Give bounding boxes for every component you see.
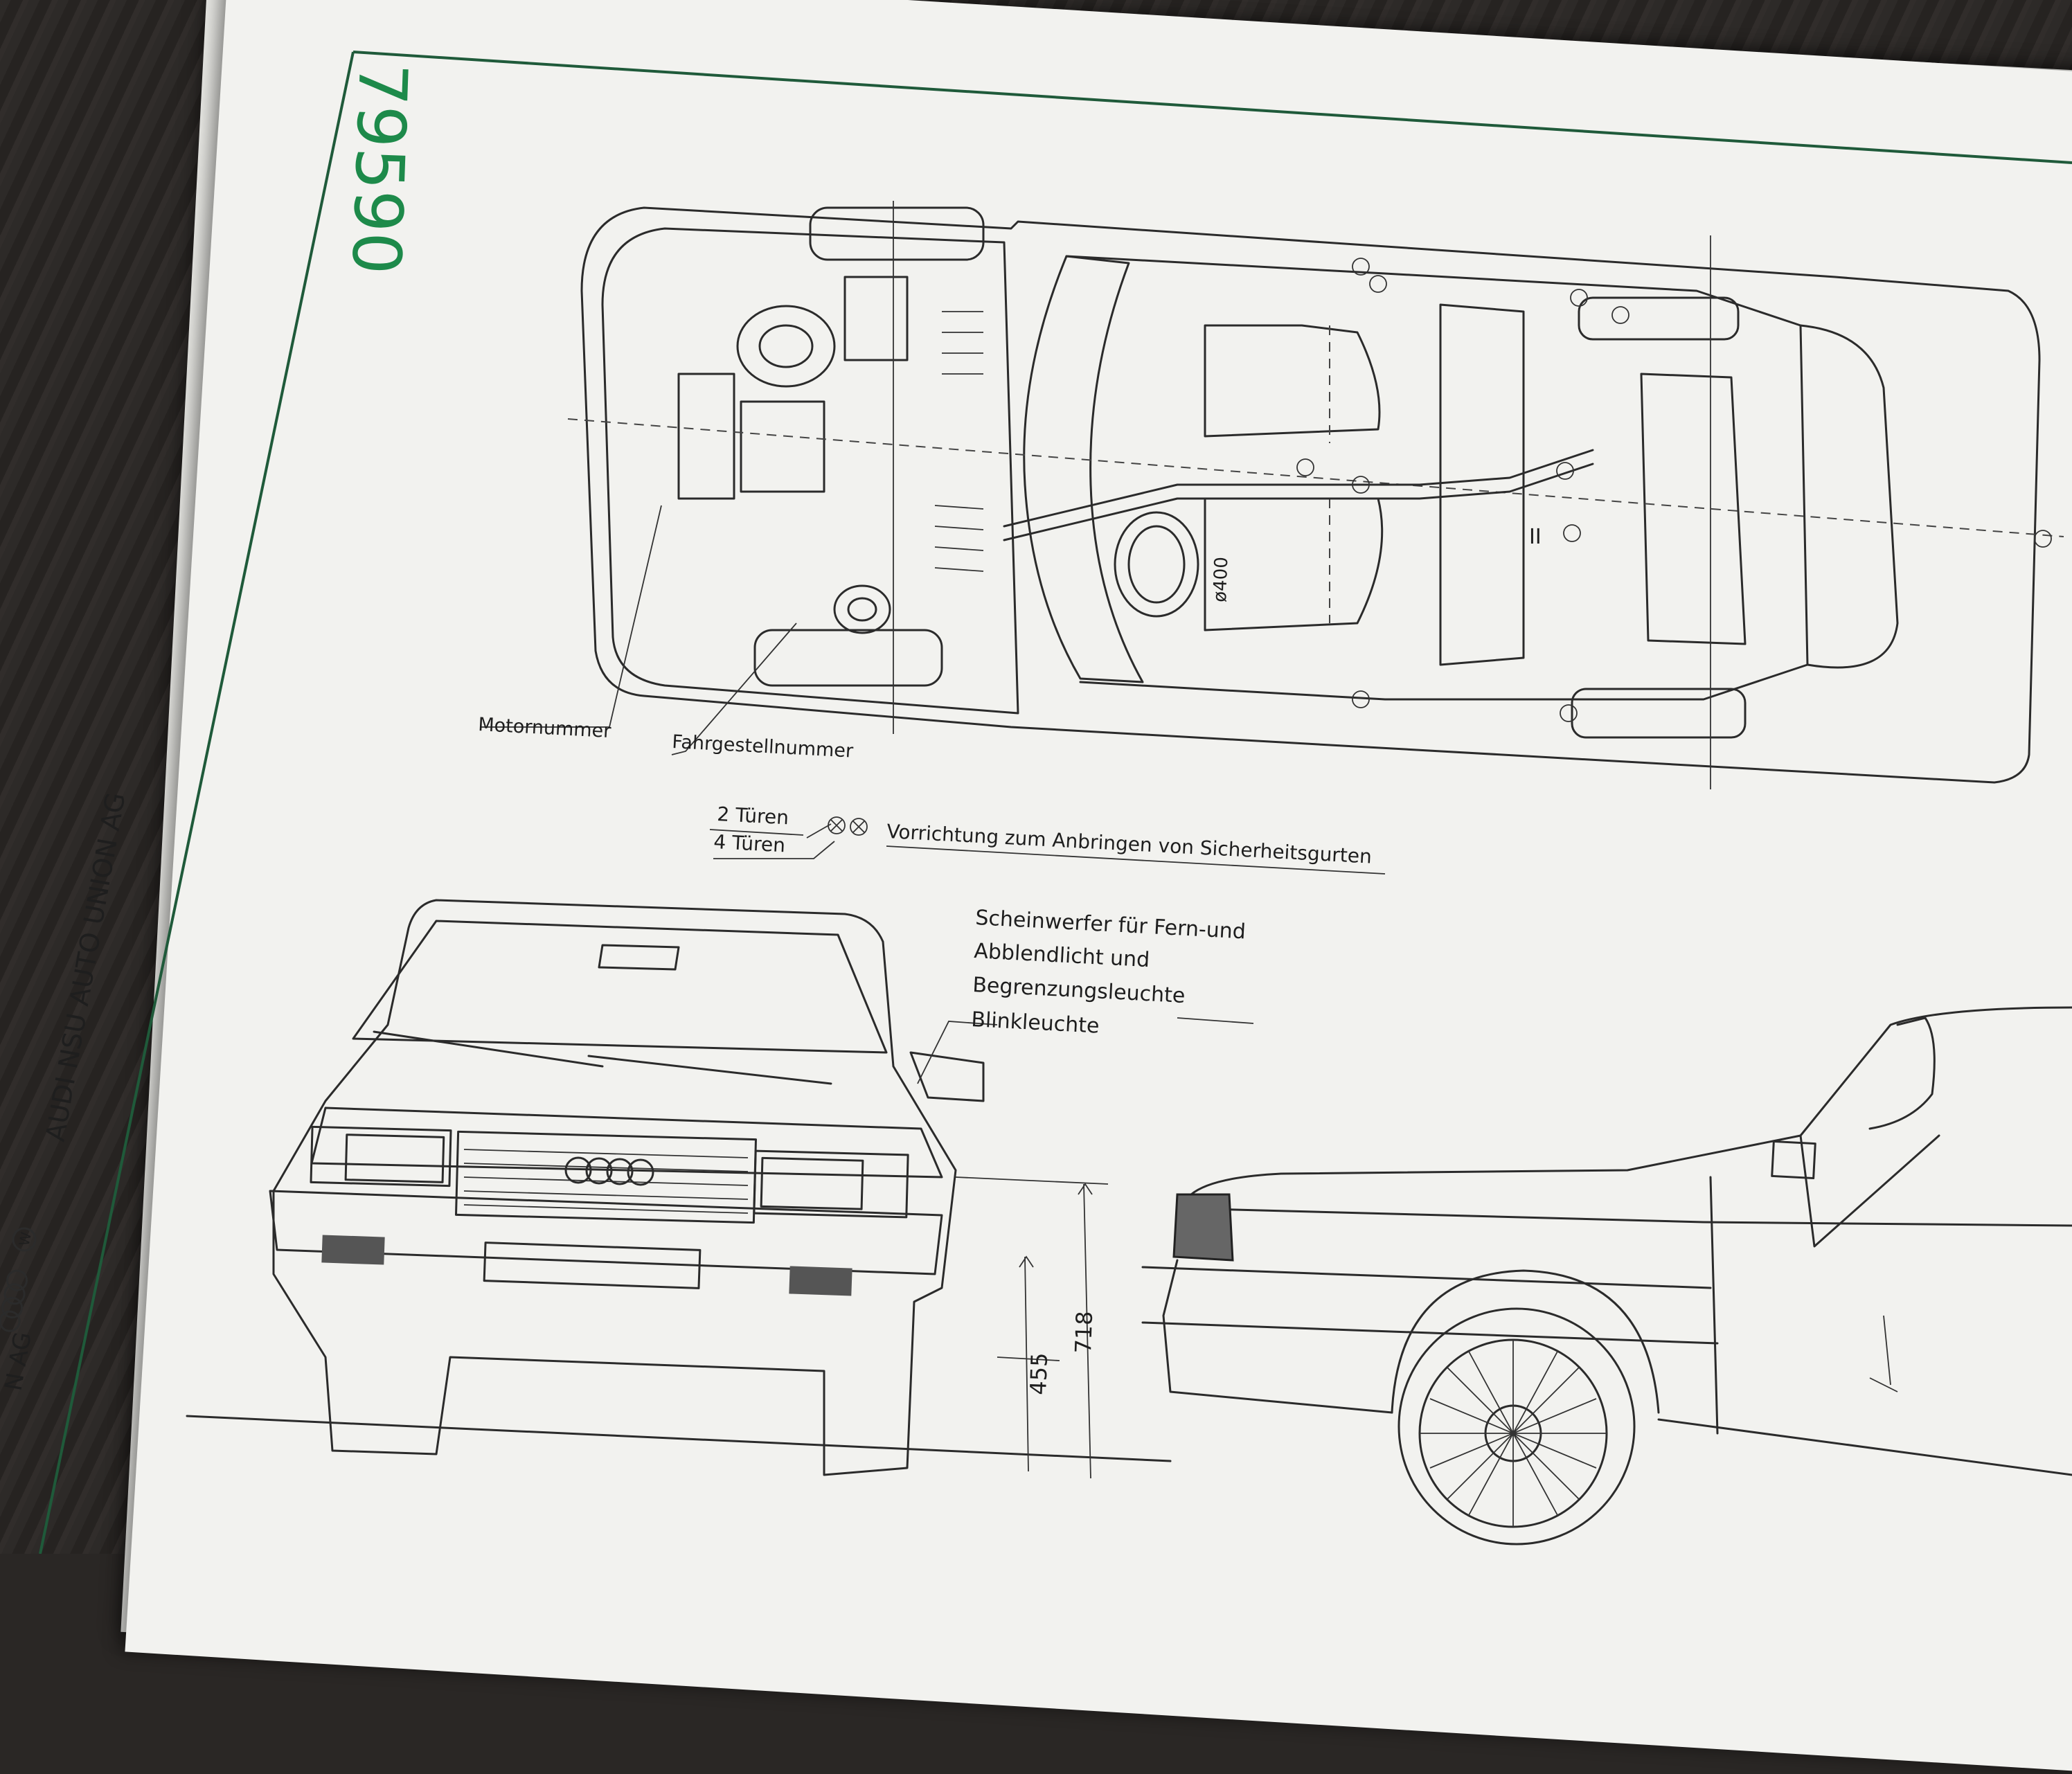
headlight-callout: Scheinwerfer für Fern-und Abblendlicht u…: [971, 906, 1247, 1039]
wheel-icon: [1391, 1269, 1660, 1545]
roman-mark: II: [1529, 525, 1542, 549]
engine-number-label: Motornummer: [478, 714, 612, 742]
indicator-callout: Blinkleuchte: [971, 1007, 1100, 1039]
headlight-callout-line-1: Scheinwerfer für Fern-und: [975, 906, 1247, 944]
two-doors-label: 2 Türen: [717, 803, 789, 829]
spare-wheel-label: ø400: [1210, 557, 1232, 603]
seatbelt-anchor-markers: [1296, 258, 2052, 722]
dimension-455: 455: [1025, 1352, 1053, 1395]
chassis-number-label: Fahrgestellnummer: [672, 731, 855, 762]
four-doors-label: 4 Türen: [713, 830, 786, 857]
car-blueprint-drawing: 79590 AUDI NSU AUTO UNION AG N AG W: [0, 51, 2072, 1554]
audi-rings-logo: [564, 1156, 654, 1186]
car-side-view-partial: [1141, 1006, 2072, 1545]
car-front-view: [186, 899, 1254, 1476]
svg-text:W: W: [16, 1230, 35, 1247]
seatbelt-symbol-icon: [828, 816, 868, 836]
height-dimensions: 455 718: [955, 1176, 1109, 1479]
seatbelt-note: 2 Türen 4 Türen Vorrichtung zum Anbringe…: [709, 803, 1386, 875]
publisher-vertical-partial: N AG: [0, 1330, 37, 1393]
audi-vw-logos-margin: W: [0, 1227, 37, 1332]
headlight-callout-line-3: Begrenzungsleuchte: [972, 973, 1186, 1008]
stamp-number: 79590: [337, 62, 422, 276]
green-frame-border: [39, 51, 2072, 1554]
car-top-view: ø400 II: [481, 201, 2064, 789]
publisher-vertical-text: AUDI NSU AUTO UNION AG: [40, 790, 132, 1143]
dimension-718: 718: [1070, 1311, 1098, 1354]
headlight-callout-line-2: Abblendlicht und: [974, 939, 1150, 972]
seatbelt-description: Vorrichtung zum Anbringen von Sicherheit…: [886, 820, 1373, 868]
